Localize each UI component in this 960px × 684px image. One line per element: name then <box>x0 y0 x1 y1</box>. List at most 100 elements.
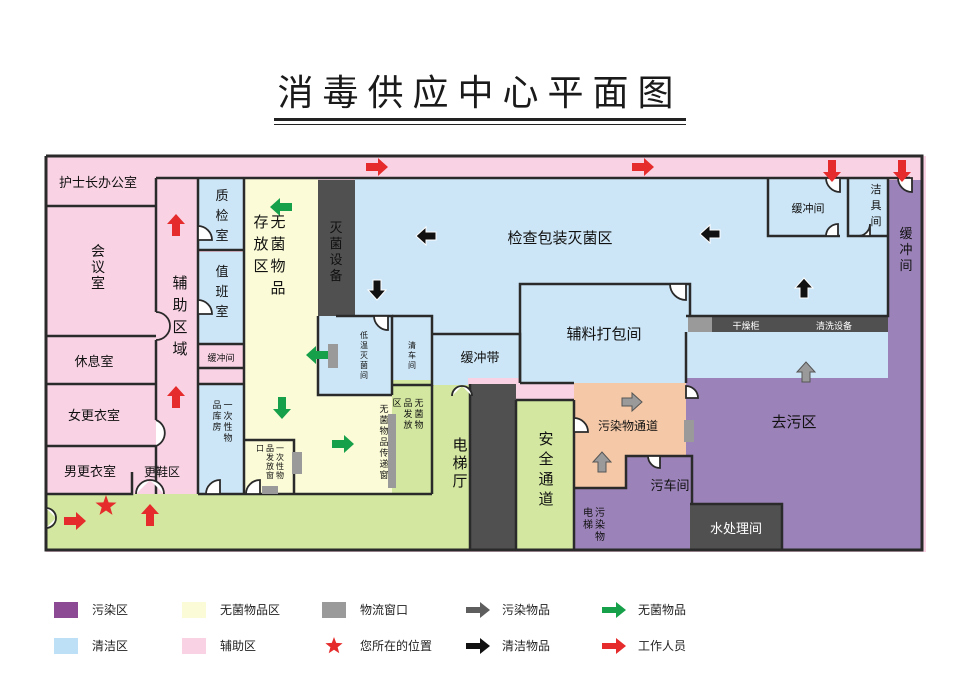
door-dirty-path <box>573 417 589 433</box>
label-dispatch-char: 发 <box>403 408 412 420</box>
dryer-fill <box>712 316 782 332</box>
win-disposable <box>262 486 278 494</box>
safety-fill <box>516 400 574 550</box>
label-transfer-char: 窗 <box>379 469 388 481</box>
label-storage-char: 库 <box>212 410 221 422</box>
label-dirty-elev-char: 污 <box>595 507 605 519</box>
label-sterilizer-char: 设 <box>329 253 342 268</box>
label-elevator-char: 厅 <box>452 472 467 490</box>
label-dispatch-char: 无 <box>414 398 423 409</box>
sterile-arrow-3 <box>306 346 328 364</box>
legend-star-icon <box>325 637 343 654</box>
dressing-fill <box>520 180 888 383</box>
label-transfer-char: 传 <box>379 447 388 459</box>
label-elevator-char: 电 <box>452 436 467 454</box>
legend-item-3: 污染物品 <box>464 600 604 620</box>
label-dispatch-char: 菌 <box>414 408 423 420</box>
legend-label: 工作人员 <box>638 639 687 653</box>
door-polluted <box>685 385 699 399</box>
label-dirty-elev-char: 电 <box>583 506 593 519</box>
label-elevator-char: 梯 <box>452 454 467 472</box>
door-qc <box>197 225 213 241</box>
door-dressing <box>669 283 687 301</box>
label-qc-char: 质 <box>215 189 228 204</box>
label-sterile-char: 存 <box>253 213 268 231</box>
label-safety-char: 通 <box>538 470 553 488</box>
label-meeting-char: 议 <box>91 260 105 276</box>
legend-item-8: 清洁物品 <box>464 636 604 656</box>
title-underline-thin <box>274 124 686 125</box>
door-lowtemp <box>373 315 389 331</box>
sterile-mid-fill <box>318 395 392 495</box>
staff-arrow-down-2 <box>893 160 911 182</box>
label-meeting-char: 会 <box>91 244 105 260</box>
label-aux-char: 区 <box>172 318 187 336</box>
label-cleancar-char: 车 <box>408 350 416 360</box>
label-cleancar: 清车间 <box>408 340 416 370</box>
label-tools-char: 洁 <box>871 183 882 196</box>
legend-label: 清洁物品 <box>502 639 551 653</box>
label-storage-char: 房 <box>212 421 221 433</box>
label-cleancar-char: 间 <box>408 361 416 370</box>
plan-title: 消毒供应中心平面图 <box>277 73 683 114</box>
label-window-char: 放 <box>266 461 274 471</box>
label-tools-char: 间 <box>871 215 882 228</box>
label-duty: 值班室 <box>215 264 228 320</box>
staff-arrow-down-1 <box>823 160 841 182</box>
label-elevator: 电梯厅 <box>452 436 467 490</box>
label-lowtemp-char: 低 <box>360 330 368 340</box>
legend-item-9: 工作人员 <box>600 636 740 656</box>
label-tools-char: 具 <box>871 199 882 212</box>
win-dirty-path <box>684 420 694 442</box>
door-dirty-cart <box>647 455 661 469</box>
staff-arrow-up-2 <box>167 386 185 408</box>
label-dispatch-char: 区 <box>392 398 401 409</box>
label-dryer: 干燥柜 <box>732 320 759 332</box>
sterile-arrow-4 <box>332 435 354 453</box>
duty-fill <box>198 252 244 344</box>
clean-arrow-4 <box>793 277 815 299</box>
door-window-room <box>245 479 261 495</box>
label-head-nurse: 护士长办公室 <box>59 175 137 191</box>
door-storage <box>205 479 221 495</box>
legend-label: 污染物品 <box>502 603 551 617</box>
label-buffer-right: 缓冲间 <box>899 227 912 274</box>
legend-label: 清洁区 <box>92 639 129 653</box>
dirty-arrow-1 <box>621 391 643 413</box>
window-room <box>244 438 296 494</box>
label-lowtemp-char: 温 <box>360 341 368 350</box>
label-lowtemp-char: 灭 <box>360 351 368 360</box>
label-sterilizer-char: 备 <box>329 268 342 284</box>
water <box>690 502 784 550</box>
label-duty-char: 室 <box>215 304 228 320</box>
label-dirty-elev-char: 物 <box>595 530 605 543</box>
staff-arrow-top-1 <box>366 158 388 176</box>
legend-item-2: 物流窗口 <box>322 600 462 620</box>
buffer-top <box>766 178 840 238</box>
label-buffer-small: 缓冲间 <box>207 352 234 364</box>
label-safety-char: 道 <box>538 490 553 508</box>
door-buffer-top-b <box>825 223 839 237</box>
door-duty <box>197 299 213 315</box>
label-dirty-elev-char: 梯 <box>583 518 593 531</box>
men-fill <box>46 446 132 494</box>
label-buffer-right-char: 间 <box>899 259 912 274</box>
door-right-top <box>897 177 913 193</box>
legend-swatch <box>182 602 206 618</box>
storage-fill <box>198 384 244 494</box>
label-window-char: 品 <box>266 444 274 453</box>
label-meeting-char: 室 <box>91 275 105 292</box>
label-washer: 清洗设备 <box>816 320 852 332</box>
legend-label: 污染区 <box>92 603 129 617</box>
label-window-char: 物 <box>276 470 284 480</box>
outer-wall <box>44 154 924 552</box>
label-women: 女更衣室 <box>68 408 120 424</box>
label-qc-char: 室 <box>215 228 228 244</box>
label-qc: 质检室 <box>215 189 228 244</box>
door-buffer-top <box>825 177 841 193</box>
polluted-right-fill <box>888 180 922 340</box>
